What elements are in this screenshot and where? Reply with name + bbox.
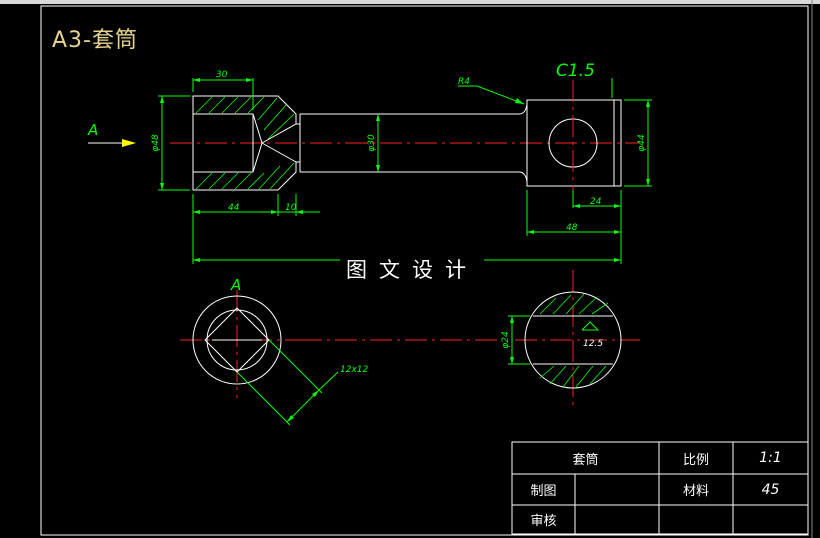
dim-44: 44 — [228, 203, 240, 213]
section-outline — [524, 291, 622, 389]
dim-24: 24 — [590, 197, 602, 207]
end-view-outer — [192, 295, 282, 385]
dim-phi48: φ48 — [151, 134, 161, 152]
dim-phi44: φ44 — [637, 134, 647, 152]
dim-48: 48 — [566, 223, 578, 233]
section-hatch — [539, 293, 609, 388]
end-view-a — [180, 290, 500, 398]
title-block-grid — [511, 441, 809, 535]
section-dimensions — [508, 315, 600, 365]
view-label-a: A — [87, 121, 98, 139]
tb-checked-label: 审核 — [530, 514, 557, 529]
dim-r4: R4 — [458, 77, 470, 87]
window-top-strip — [0, 0, 820, 4]
tb-material-label: 材料 — [682, 484, 709, 499]
tb-drawn-label: 制图 — [530, 484, 557, 499]
dim-10: 10 — [285, 203, 297, 213]
roughness-value: 12.5 — [583, 339, 603, 349]
tb-material-value: 45 — [761, 481, 780, 498]
roughness-symbol — [581, 321, 600, 331]
drawing-border — [40, 5, 809, 536]
section-view — [515, 270, 640, 408]
socket-hatch-bottom — [195, 162, 295, 190]
square-dimension — [236, 339, 339, 426]
head-outline — [526, 99, 622, 187]
dim-c15: C1.5 — [556, 61, 595, 81]
socket-hatch-top — [195, 96, 295, 140]
end-view-inner — [206, 309, 268, 371]
drawing-title: A3-套筒 — [52, 28, 138, 53]
front-dimensions — [158, 78, 652, 264]
dim-30: 30 — [216, 70, 228, 80]
tb-scale-label: 比例 — [682, 452, 709, 468]
dimension-arrows — [160, 78, 650, 262]
front-view — [170, 80, 640, 210]
watermark-text: 图文设计 — [340, 256, 484, 284]
tb-part-name: 套筒 — [572, 452, 599, 468]
dim-phi24: φ24 — [501, 331, 511, 349]
dim-square: 12x12 — [340, 365, 369, 375]
dim-phi30: φ30 — [367, 134, 377, 152]
tb-scale-value: 1:1 — [759, 450, 782, 466]
title-block: 套筒 比例 1:1 制图 材料 45 审核 — [512, 442, 808, 534]
view-label-a-top: A — [230, 276, 241, 294]
view-a-arrow — [88, 139, 136, 147]
